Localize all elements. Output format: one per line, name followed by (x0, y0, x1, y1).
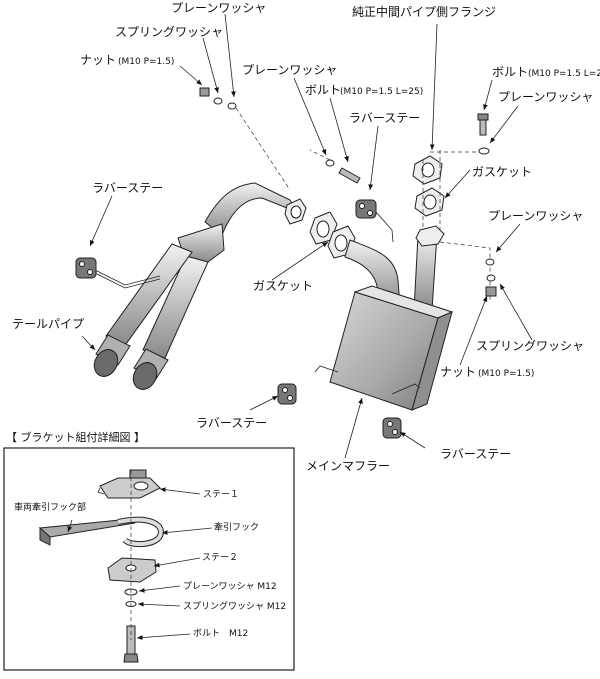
label-bolt-mid-spec: (M10 P=1.5 L=25) (340, 87, 423, 97)
label-gasket-right: ガスケット (472, 165, 532, 179)
label-spring-washer-top: スプリングワッシャ (115, 25, 223, 39)
gasket-mid (309, 211, 356, 259)
nut-right-part (439, 241, 497, 300)
rubber-stay-bottom-right-part (382, 417, 402, 439)
detail-frame (3, 447, 295, 671)
bolt-mid-part (309, 149, 361, 184)
label-plain-washer-right2: プレーンワッシャ (488, 209, 583, 223)
oem-flange-part (412, 150, 480, 230)
front-pipe-flange (284, 198, 307, 225)
label-plain-washer-right: プレーンワッシャ (498, 90, 593, 104)
label-gasket-mid: ガスケット (253, 279, 313, 293)
label-rubber-stay-left: ラバーステー (92, 181, 163, 195)
detail-label-stay2: ステー２ (202, 552, 238, 563)
rubber-stay-bottom-part (277, 383, 297, 405)
label-spring-washer-right: スプリングワッシャ (476, 339, 584, 353)
label-nut-right: ナット (440, 365, 476, 379)
label-main-muffler: メインマフラー (306, 459, 390, 473)
main-muffler (314, 225, 454, 411)
label-nut-top-spec: (M10 P=1.5) (118, 57, 174, 67)
label-bolt-mid: ボルト (305, 83, 341, 97)
bracket-detail: 【 ブラケット組付詳細図 】 ステー１ 車両牽引 (3, 430, 295, 671)
label-bolt-right-spec: (M10 P=1.5 L=25) (528, 69, 600, 79)
label-rubber-stay-bottom-right: ラバーステー (440, 447, 511, 461)
label-rubber-stay-mid: ラバーステー (349, 111, 420, 125)
label-plain-washer-top: プレーンワッシャ (171, 1, 266, 15)
rubber-stay-left-part (75, 257, 97, 279)
detail-label-stay1: ステー１ (203, 489, 239, 500)
nut-top-part (199, 87, 291, 191)
callout-leaders (81, 13, 533, 459)
label-bolt-right: ボルト (492, 65, 528, 79)
bolt-right-part (477, 113, 490, 155)
detail-label-bolt: ボルト M12 (193, 628, 248, 639)
label-oem-flange: 純正中間パイプ側フランジ (352, 4, 496, 19)
detail-label-plain-washer: プレーンワッシャ M12 (183, 581, 277, 592)
rubber-stay-mid-part (355, 199, 394, 243)
label-tail-pipe: テールパイプ (12, 317, 84, 331)
label-rubber-stay-bottom: ラバーステー (196, 416, 267, 430)
label-plain-washer-mid: プレーンワッシャ (242, 63, 337, 77)
detail-title: 【 ブラケット組付詳細図 】 (6, 430, 145, 444)
detail-label-tow-hook: 牽引フック (214, 521, 259, 533)
detail-label-vehicle-hook: 車両牽引フック部 (14, 501, 86, 513)
label-nut-right-spec: (M10 P=1.5) (478, 369, 534, 379)
tail-pipe-assembly (93, 182, 299, 390)
callout-labels: プレーンワッシャ スプリングワッシャ ナット (M10 P=1.5) 純正中間パ… (12, 1, 600, 473)
label-nut-top: ナット (80, 53, 116, 67)
detail-label-spring-washer: スプリングワッシャ M12 (183, 600, 286, 612)
